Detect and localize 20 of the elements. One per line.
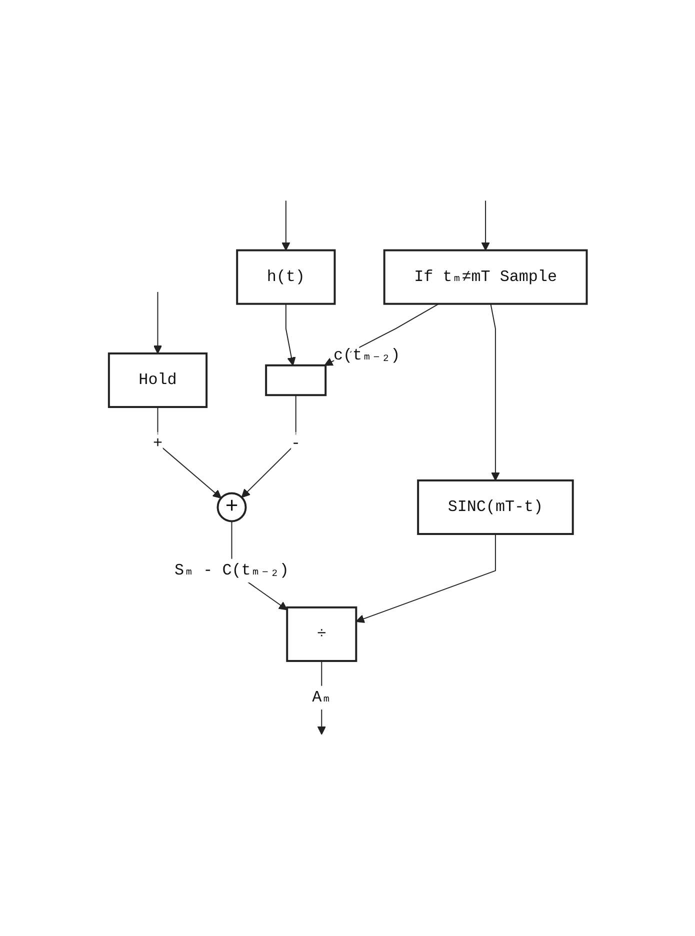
edge-label: + bbox=[152, 435, 162, 454]
node-box bbox=[286, 606, 357, 662]
node-box bbox=[236, 250, 336, 306]
arrow bbox=[490, 304, 500, 482]
arrow bbox=[285, 304, 296, 366]
arrow bbox=[480, 200, 490, 252]
arrow bbox=[156, 407, 222, 499]
arrow bbox=[316, 660, 326, 736]
edge-label: Sₘ - C(tₘ₋₂) bbox=[174, 562, 289, 580]
arrow bbox=[240, 395, 296, 498]
node-box bbox=[264, 364, 326, 397]
node-box bbox=[382, 250, 588, 306]
node-box bbox=[108, 352, 208, 408]
arrow bbox=[355, 534, 496, 624]
edge-label: - bbox=[290, 435, 300, 454]
arrow bbox=[281, 200, 290, 252]
edge-label: Aₘ bbox=[312, 689, 331, 708]
arrow bbox=[153, 292, 162, 354]
node-box bbox=[416, 480, 574, 536]
node-circle bbox=[216, 492, 246, 523]
